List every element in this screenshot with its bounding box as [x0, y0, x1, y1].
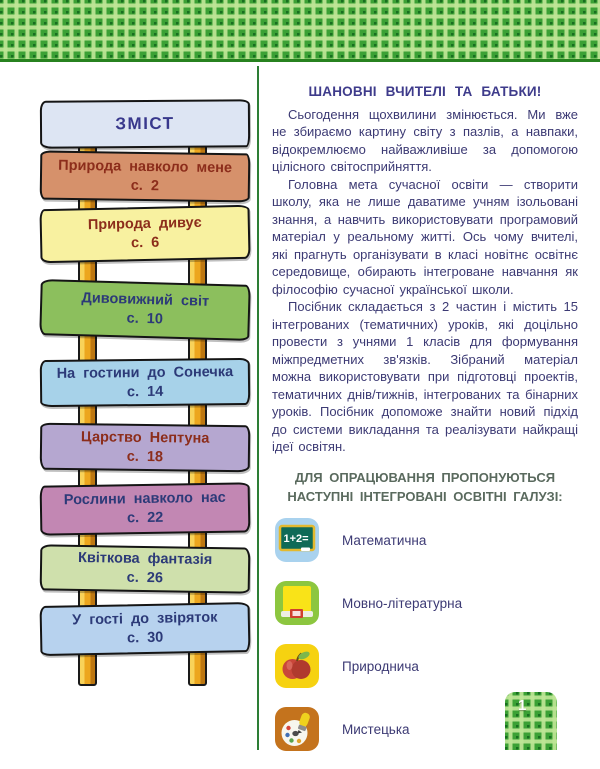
area-row-nature: Природнича — [274, 643, 578, 689]
toc-entry-sign: Дивовижний світ с. 10 — [39, 279, 251, 341]
area-label: Мистецька — [342, 721, 410, 737]
svg-text:1+2=: 1+2= — [283, 533, 308, 545]
toc-title-sign: ЗМІСТ — [39, 99, 251, 149]
toc-entry-page: с. 22 — [126, 509, 164, 527]
apple-icon — [275, 644, 319, 689]
toc-entry-sign: На гостини до Сонечка с. 14 — [39, 357, 251, 408]
toc-entry-sign: Квіткова фантазія с. 26 — [39, 544, 251, 594]
toc-entry-title: Рослини навколо нас — [63, 490, 226, 509]
toc-title: ЗМІСТ — [115, 113, 175, 134]
palette-icon — [275, 707, 319, 752]
page-number: 1 — [518, 697, 527, 714]
toc-entry-sign: Природа навколо мене с. 2 — [39, 150, 251, 203]
toc-entry-title: Природа дивує — [87, 215, 202, 234]
chalkboard-math-icon: 1+2= — [275, 518, 319, 563]
toc-entry-page: с. 6 — [130, 234, 160, 252]
decorative-header-band — [0, 0, 600, 62]
toc-entry-title: Дивовижний світ — [81, 290, 210, 311]
toc-entry-sign: Рослини навколо нас с. 22 — [39, 482, 251, 536]
toc-entry-title: Квіткова фантазія — [77, 550, 213, 569]
area-label: Математична — [342, 532, 427, 548]
toc-entry-title: Природа навколо мене — [58, 157, 233, 177]
intro-paragraph: Головна мета сучасної освіти — створити … — [272, 176, 578, 297]
toc-entry-page: с. 2 — [130, 177, 160, 194]
notebook-icon — [275, 581, 319, 626]
toc-entry-page: с. 10 — [126, 310, 164, 328]
toc-entry-sign: Природа дивує с. 6 — [39, 204, 251, 264]
intro-column: ШАНОВНІ ВЧИТЕЛІ ТА БАТЬКИ! Сьогодення що… — [272, 84, 578, 769]
toc-entry-sign: У гості до звіряток с. 30 — [39, 601, 251, 657]
page-number-box: 1 — [505, 692, 557, 750]
toc-entry-title: Царство Нептуна — [80, 429, 210, 447]
intro-paragraph: Посібник складається з 2 частин і містит… — [272, 299, 578, 455]
area-label: Мовно-літературна — [342, 595, 463, 611]
toc-entry-page: с. 14 — [126, 383, 164, 400]
intro-title: ШАНОВНІ ВЧИТЕЛІ ТА БАТЬКИ! — [308, 84, 542, 99]
areas-heading: ДЛЯ ОПРАЦЮВАННЯ ПРОПОНУЮТЬСЯ НАСТУПНІ ІН… — [287, 469, 563, 504]
toc-entry-title: На гостини до Сонечка — [56, 364, 234, 382]
column-divider — [257, 66, 259, 750]
toc-entry-title: У гості до звіряток — [72, 610, 218, 629]
toc-entry-page: с. 30 — [126, 629, 164, 647]
intro-paragraph: Сьогодення щохвилини змінюється. Ми вже … — [272, 107, 578, 175]
area-label: Природнича — [342, 658, 419, 674]
toc-entry-page: с. 26 — [126, 569, 164, 587]
toc-entry-page: с. 18 — [126, 448, 164, 465]
area-row-language: Мовно-літературна — [274, 580, 578, 626]
table-of-contents-ladder: ЗМІСТ Природа навколо мене с. 2 Природа … — [38, 96, 252, 686]
area-row-math: 1+2= Математична — [274, 517, 578, 563]
area-row-art: Мистецька — [274, 706, 578, 752]
toc-entry-sign: Царство Нептуна с. 18 — [39, 422, 251, 473]
